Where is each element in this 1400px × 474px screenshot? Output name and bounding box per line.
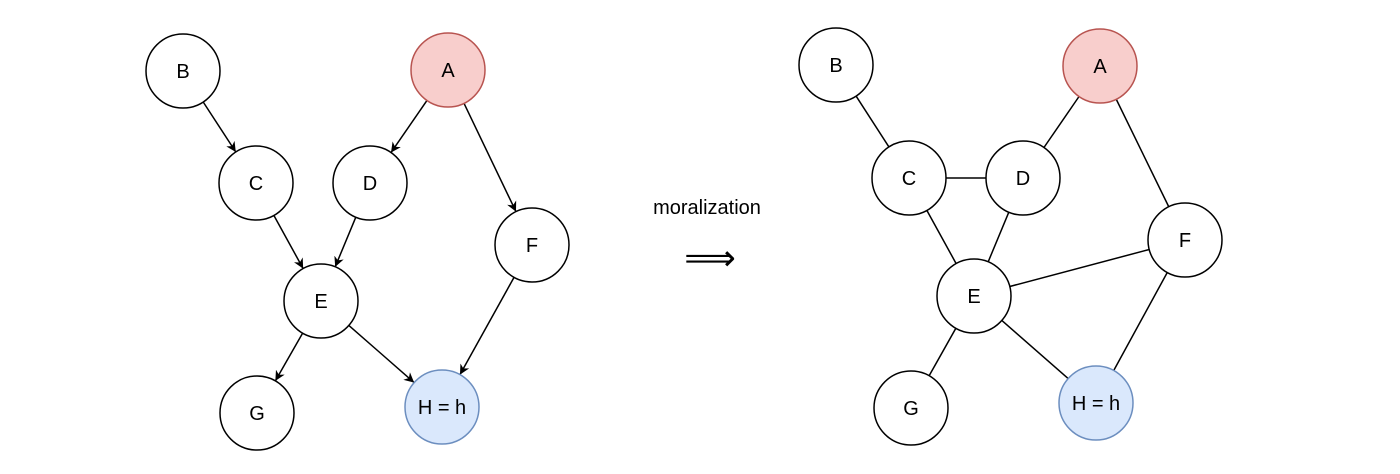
moral-node-circle-d: [985, 140, 1061, 216]
moral-node-circle-f: [1147, 202, 1223, 278]
moral-node-c: C: [871, 140, 947, 216]
directed-node-label-g: G: [249, 403, 265, 425]
moral-edge-e-h: [1001, 319, 1069, 380]
moral-edge-a-d: [1043, 96, 1080, 148]
directed-graph: B A C D F E G H = h: [145, 32, 570, 451]
directed-node-label-a: A: [441, 60, 455, 82]
moralization-caption: moralization ⟹: [653, 197, 761, 279]
directed-node-circle-f: [494, 207, 570, 283]
moral-edge-c-e: [926, 210, 957, 264]
directed-node-label-e: E: [314, 291, 327, 313]
directed-node-h: H = h: [404, 369, 480, 445]
directed-edge-a-d: [390, 100, 428, 153]
directed-node-circle-e: [283, 263, 359, 339]
directed-edge-e-h: [348, 324, 415, 384]
moral-edge-e-f: [1009, 248, 1150, 288]
moral-node-circle-h: [1058, 365, 1134, 441]
moral-edge-b-c: [855, 95, 890, 148]
directed-edge-c-e: [273, 215, 304, 269]
directed-node-circle-g: [219, 375, 295, 451]
moral-node-circle-g: [873, 370, 949, 446]
moral-node-label-b: B: [829, 55, 842, 77]
moral-node-f: F: [1147, 202, 1223, 278]
moral-node-label-c: C: [902, 168, 916, 190]
directed-edge-b-c: [202, 101, 237, 153]
directed-node-d: D: [332, 145, 408, 221]
moral-node-label-g: G: [903, 398, 919, 420]
directed-node-label-d: D: [363, 173, 377, 195]
directed-node-a: A: [410, 32, 486, 108]
directed-node-g: G: [219, 375, 295, 451]
directed-node-label-f: F: [526, 235, 538, 257]
moral-node-h: H = h: [1058, 365, 1134, 441]
moral-node-circle-b: [798, 27, 874, 103]
directed-node-label-h: H = h: [418, 397, 466, 419]
moral-edge-d-e: [987, 211, 1010, 263]
implies-arrow-icon: ⟹: [684, 238, 736, 279]
directed-edge-a-f: [463, 103, 517, 212]
moral-node-circle-a: [1062, 28, 1138, 104]
moral-edge-a-f: [1115, 98, 1170, 208]
moral-graph: B A C D F E G H = h: [798, 27, 1223, 446]
directed-node-label-b: B: [176, 61, 189, 83]
moral-edge-f-h: [1113, 272, 1168, 371]
directed-node-b: B: [145, 33, 221, 109]
moral-node-a: A: [1062, 28, 1138, 104]
moral-node-label-d: D: [1016, 168, 1030, 190]
moral-node-circle-e: [936, 258, 1012, 334]
moral-node-e: E: [936, 258, 1012, 334]
directed-edge-d-e: [334, 216, 357, 268]
moralization-label: moralization: [653, 197, 761, 219]
directed-node-circle-c: [218, 145, 294, 221]
directed-node-circle-a: [410, 32, 486, 108]
moral-node-label-h: H = h: [1072, 393, 1120, 415]
moral-node-label-a: A: [1093, 56, 1107, 78]
moral-node-label-f: F: [1179, 230, 1191, 252]
directed-node-circle-h: [404, 369, 480, 445]
moral-node-circle-c: [871, 140, 947, 216]
directed-node-f: F: [494, 207, 570, 283]
directed-edge-e-g: [274, 332, 304, 382]
moral-node-d: D: [985, 140, 1061, 216]
moral-node-b: B: [798, 27, 874, 103]
moral-node-g: G: [873, 370, 949, 446]
directed-node-circle-d: [332, 145, 408, 221]
directed-node-circle-b: [145, 33, 221, 109]
directed-node-label-c: C: [249, 173, 263, 195]
moral-node-label-e: E: [967, 286, 980, 308]
directed-node-e: E: [283, 263, 359, 339]
moral-edge-e-g: [928, 327, 957, 377]
directed-edge-f-h: [459, 276, 515, 376]
directed-node-c: C: [218, 145, 294, 221]
